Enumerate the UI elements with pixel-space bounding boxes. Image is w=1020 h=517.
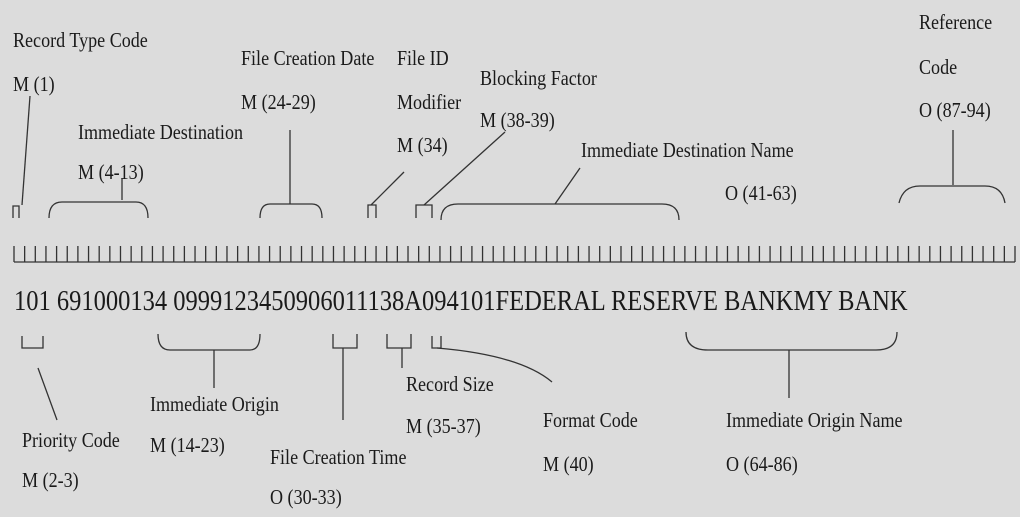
record-type-label: Record Type Code xyxy=(13,28,148,52)
record-type-bracket xyxy=(12,205,20,218)
record-size-label: Record Size xyxy=(406,372,494,396)
immediate-origin-name-label: Immediate Origin Name xyxy=(726,408,903,432)
file-creation-date-code: M (24-29) xyxy=(241,90,316,114)
priority-code-bracket xyxy=(21,336,44,349)
immediate-destination-name-code: O (41-63) xyxy=(725,181,797,205)
priority-code-code: M (2-3) xyxy=(22,468,79,492)
record-type-code: M (1) xyxy=(13,72,55,96)
immediate-destination-code: M (4-13) xyxy=(78,160,144,184)
record-size-bracket xyxy=(386,334,412,349)
immediate-destination-bracket xyxy=(48,201,149,219)
blocking-factor-leader xyxy=(423,131,506,206)
immediate-origin-code: M (14-23) xyxy=(150,433,225,457)
blocking-factor-bracket xyxy=(415,204,433,218)
immediate-destination-name-leader xyxy=(554,167,581,205)
file-id-modifier-code: M (34) xyxy=(397,133,448,157)
immediate-origin-name-code: O (64-86) xyxy=(726,452,798,476)
file-creation-date-bracket xyxy=(259,203,323,219)
file-creation-time-bracket xyxy=(332,334,358,349)
format-code-bracket xyxy=(431,336,442,349)
immediate-destination-label: Immediate Destination xyxy=(78,120,244,144)
reference-code-label-line1: Reference xyxy=(919,10,993,34)
file-creation-date-label: File Creation Date xyxy=(241,46,375,70)
priority-code-leader xyxy=(37,367,58,421)
immediate-destination-name-label: Immediate Destination Name xyxy=(581,138,794,162)
blocking-factor-code: M (38-39) xyxy=(480,108,555,132)
file-id-modifier-label-line2: Modifier xyxy=(397,90,462,114)
record-size-code: M (35-37) xyxy=(406,414,481,438)
reference-code-code: O (87-94) xyxy=(919,98,991,122)
immediate-origin-bracket xyxy=(157,333,261,351)
format-code-code: M (40) xyxy=(543,452,594,476)
reference-code-bracket xyxy=(898,185,1006,204)
reference-code-label-line2: Code xyxy=(919,55,958,79)
blocking-factor-label: Blocking Factor xyxy=(480,66,597,90)
immediate-origin-label: Immediate Origin xyxy=(150,392,279,416)
immediate-origin-name-bracket xyxy=(685,331,898,351)
file-creation-time-label: File Creation Time xyxy=(270,445,407,469)
file-creation-time-code: O (30-33) xyxy=(270,485,342,509)
file-id-modifier-bracket xyxy=(367,204,377,218)
format-code-leader xyxy=(436,347,553,383)
ruler-ticks xyxy=(13,246,1016,262)
format-code-label: Format Code xyxy=(543,408,638,432)
record-type-leader xyxy=(21,95,31,206)
ach-record-string: 101 691000134 0999123450906011138A094101… xyxy=(14,285,908,317)
file-id-modifier-leader xyxy=(370,171,405,206)
file-id-modifier-label-line1: File ID xyxy=(397,46,449,70)
priority-code-label: Priority Code xyxy=(22,428,120,452)
immediate-destination-name-bracket xyxy=(440,203,680,221)
